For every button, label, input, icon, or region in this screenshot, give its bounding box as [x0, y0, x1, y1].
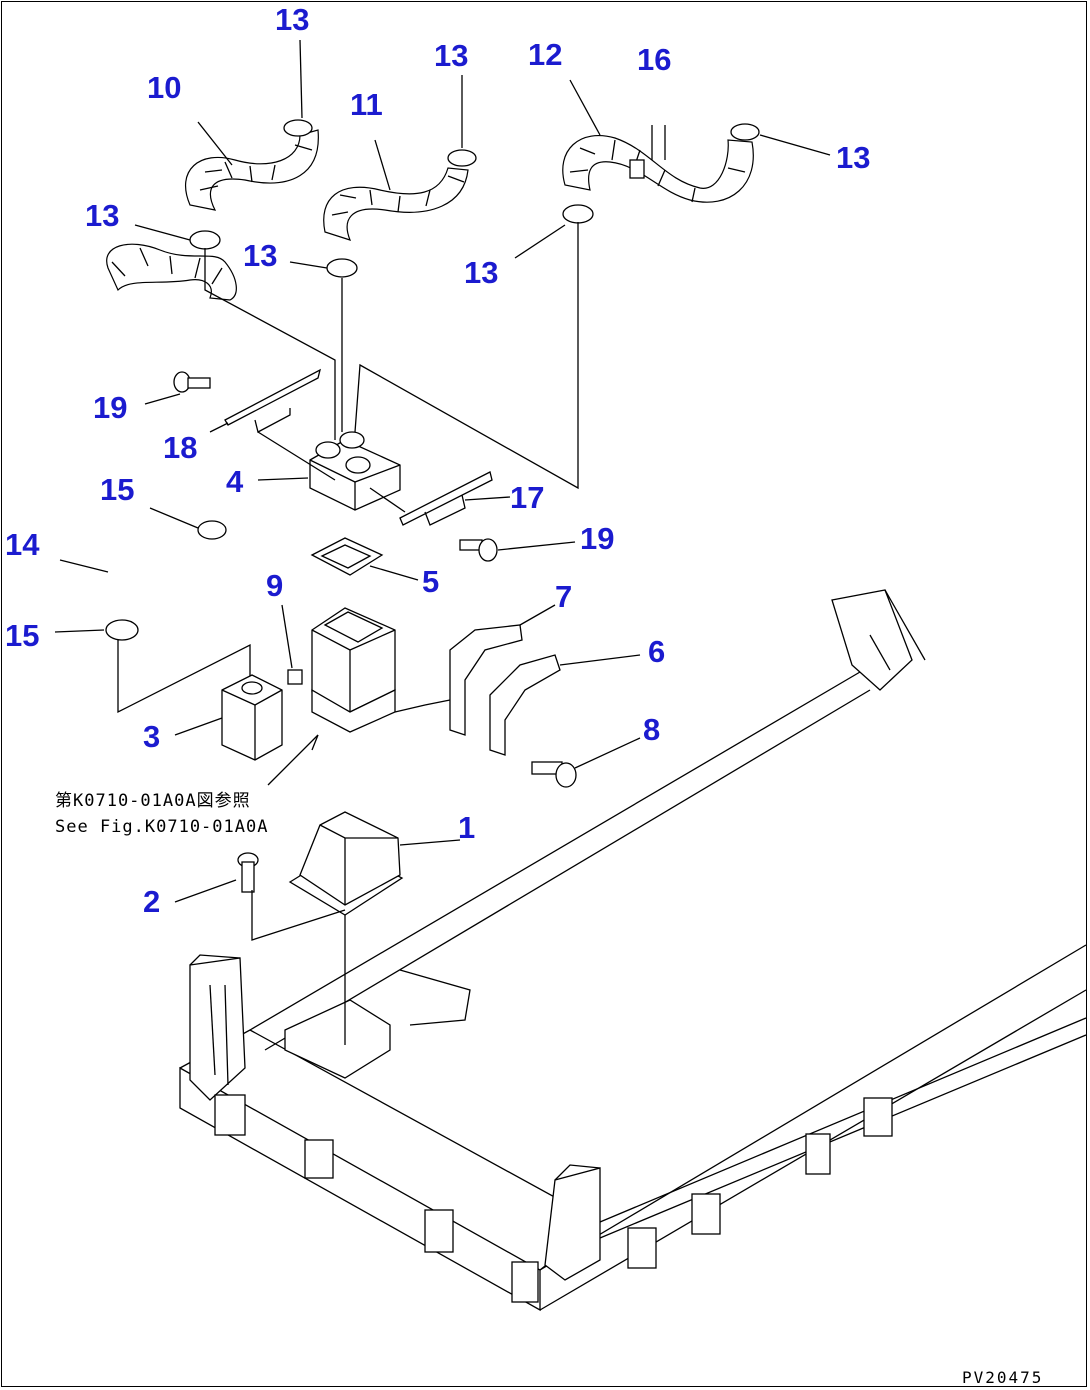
callout-14: 14 [5, 527, 40, 562]
bracket-part-18 [209, 368, 336, 481]
callout-13-e: 13 [243, 238, 277, 273]
callout-18: 18 [163, 430, 197, 465]
callout-13-a: 13 [275, 2, 309, 37]
callout-4: 4 [226, 464, 244, 499]
callout-3: 3 [143, 719, 160, 754]
callout-13-b: 13 [434, 38, 468, 73]
callout-16: 16 [637, 42, 671, 77]
reference-arrow [267, 734, 319, 786]
bolt-part-8 [531, 737, 641, 788]
callout-labels: 1 2 3 4 5 6 7 8 9 10 11 12 13 13 13 13 1… [5, 2, 870, 919]
clamp-part-13 [134, 39, 831, 490]
bolt-part-19-upper [144, 371, 211, 405]
callout-13-d: 13 [85, 198, 119, 233]
callout-19-a: 19 [93, 390, 127, 425]
callout-12: 12 [528, 37, 562, 72]
hose-part-14 [59, 243, 237, 573]
bracket-part-17 [369, 471, 511, 526]
hose-part-12 [562, 79, 754, 203]
callout-5: 5 [422, 564, 439, 599]
figure-code: PV20475 [962, 1368, 1043, 1387]
bolt-part-19-lower [459, 538, 576, 562]
callout-2: 2 [143, 884, 160, 919]
box-part-3 [174, 674, 283, 761]
gasket-part-6 [489, 654, 641, 756]
hose-part-10 [185, 121, 319, 211]
callout-13-f: 13 [464, 255, 498, 290]
distributor-part-4 [257, 431, 401, 511]
nut-part-9 [281, 604, 303, 685]
reference-note-japanese: 第K0710-01A0A図参照 [55, 791, 251, 811]
floor-frame [179, 589, 1087, 1312]
callout-15-a: 15 [100, 472, 134, 507]
callout-17: 17 [510, 480, 544, 515]
reference-note-english: See Fig.K0710-01A0A [55, 817, 268, 837]
callout-7: 7 [555, 579, 572, 614]
callout-1: 1 [458, 810, 475, 845]
callout-6: 6 [648, 634, 665, 669]
heater-unit [311, 607, 396, 751]
callout-15-b: 15 [5, 618, 39, 653]
bolt-part-2 [174, 852, 346, 941]
filter-part-5 [310, 537, 419, 581]
hose-part-11 [323, 139, 469, 241]
callout-19-b: 19 [580, 521, 614, 556]
callout-9: 9 [266, 568, 283, 603]
callout-11: 11 [350, 87, 383, 122]
callout-8: 8 [643, 712, 660, 747]
gasket-part-7 [394, 604, 556, 736]
callout-13-c: 13 [836, 140, 870, 175]
air-duct-part-1 [288, 811, 461, 1045]
clamp-part-15 [54, 507, 251, 714]
callout-10: 10 [147, 70, 181, 105]
